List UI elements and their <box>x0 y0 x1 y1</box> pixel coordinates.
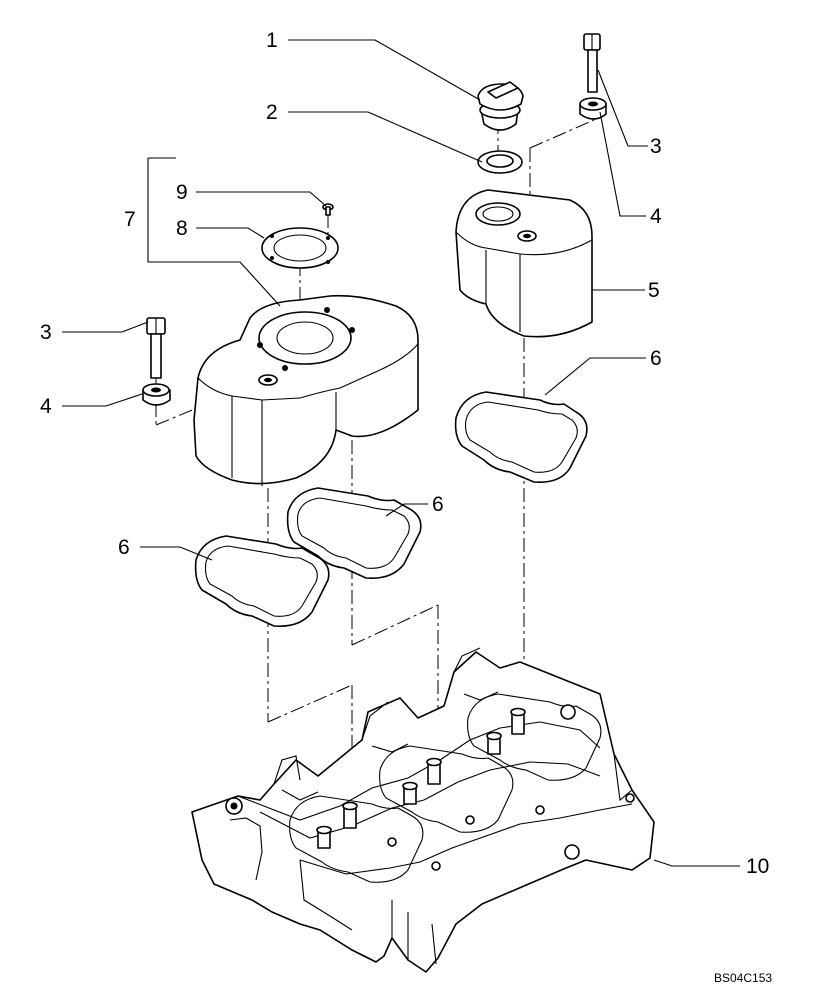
washer-right <box>579 97 607 120</box>
flange-plate <box>261 227 339 269</box>
callout-7: 7 <box>124 208 136 231</box>
reference-code: BS04C153 <box>714 971 772 985</box>
leader-lines <box>62 39 740 867</box>
screw <box>322 203 334 216</box>
callout-2: 2 <box>266 101 278 124</box>
callout-9: 9 <box>176 181 188 204</box>
callout-6-left: 6 <box>118 536 130 559</box>
callout-3-left: 3 <box>40 321 52 344</box>
callout-labels: 1 2 3 4 5 6 7 8 9 3 4 6 6 10 BS04C153 <box>40 29 772 985</box>
cover-gasket-left <box>194 535 330 628</box>
washer-left <box>142 383 171 406</box>
cover-gasket-right <box>454 391 588 484</box>
seal-ring <box>477 150 523 174</box>
callout-6-right: 6 <box>650 347 662 370</box>
callout-4-right: 4 <box>650 205 662 228</box>
callout-3-right: 3 <box>650 135 662 158</box>
callout-5: 5 <box>648 279 660 302</box>
valve-cover-small <box>455 189 593 338</box>
bolt-right <box>583 33 601 93</box>
callout-8: 8 <box>176 217 188 240</box>
callout-1: 1 <box>266 29 278 52</box>
callout-6-middle: 6 <box>432 493 444 516</box>
bolt-left <box>146 317 166 379</box>
callout-4-left: 4 <box>40 395 52 418</box>
cover-gasket-middle <box>286 487 422 580</box>
oil-filler-cap <box>477 81 524 131</box>
valve-cover-large <box>193 294 419 486</box>
callout-10: 10 <box>746 855 769 878</box>
cylinder-head <box>191 647 655 973</box>
